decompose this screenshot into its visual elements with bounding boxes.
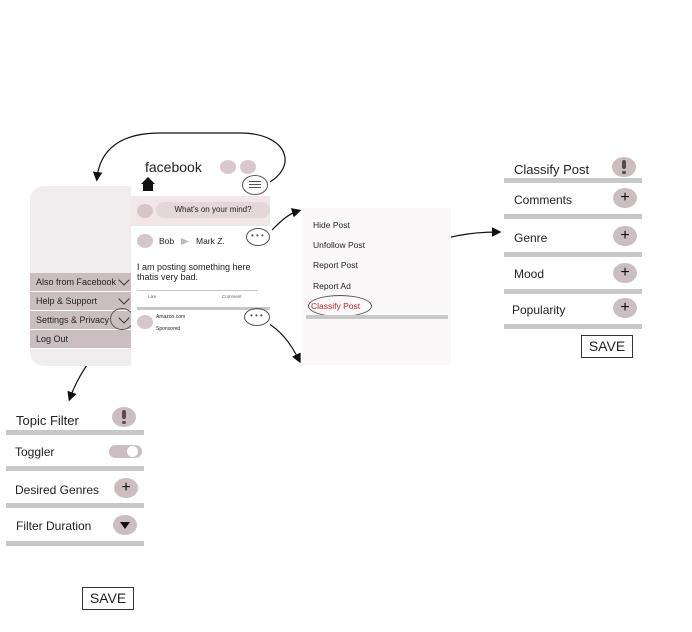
ad-label: Sponsored	[156, 326, 181, 332]
menu-button[interactable]	[242, 175, 268, 195]
avatar	[137, 315, 153, 329]
comments-label: Comments	[514, 193, 573, 207]
post-text-line-2: thatis very bad.	[137, 272, 199, 282]
option-classify-post[interactable]: Classify Post	[311, 301, 361, 311]
plus-icon[interactable]: +	[613, 188, 637, 208]
toggle-switch[interactable]	[109, 445, 142, 458]
like-button[interactable]: Like	[148, 294, 157, 299]
menu-item-settings-privacy[interactable]: Settings & Privacy	[30, 311, 131, 330]
divider	[6, 541, 144, 546]
post-options-button[interactable]: • • •	[246, 228, 270, 246]
compose-input[interactable]: What's on your mind?	[156, 202, 270, 218]
divider	[6, 430, 144, 435]
home-icon[interactable]	[140, 176, 156, 192]
divider	[137, 307, 270, 310]
topic-filter-save-button[interactable]: SAVE	[82, 587, 134, 610]
divider	[504, 214, 642, 219]
desired-genres-label: Desired Genres	[15, 483, 100, 497]
post-options-panel	[303, 208, 451, 365]
popularity-label: Popularity	[512, 303, 566, 317]
triangle-down-icon[interactable]	[113, 515, 137, 535]
arrow-to-options	[271, 208, 302, 231]
header-icon-1[interactable]	[220, 160, 236, 174]
menu-item-log-out[interactable]: Log Out	[30, 330, 131, 349]
divider	[504, 178, 642, 183]
divider	[504, 324, 642, 329]
menu-item-label: Also from Facebook	[36, 277, 117, 287]
plus-icon[interactable]: +	[613, 226, 637, 246]
chevron-down-icon	[118, 274, 130, 286]
option-hide-post[interactable]: Hide Post	[313, 220, 350, 230]
mood-label: Mood	[514, 267, 545, 281]
menu-item-label: Log Out	[36, 334, 69, 344]
menu-item-label: Help & Support	[36, 296, 98, 306]
post-recipient[interactable]: Mark Z.	[196, 236, 225, 246]
avatar	[137, 204, 153, 218]
post-author[interactable]: Bob	[159, 236, 175, 246]
triangle-right-icon	[181, 238, 189, 245]
plus-icon[interactable]: +	[114, 478, 138, 498]
app-title: facebook	[145, 159, 202, 175]
header-icon-2[interactable]	[240, 160, 256, 174]
divider	[504, 289, 642, 294]
avatar	[137, 234, 153, 248]
divider	[306, 315, 448, 319]
filter-duration-label: Filter Duration	[16, 519, 92, 533]
option-report-ad[interactable]: Report Ad	[313, 281, 351, 291]
post-text-line-1: I am posting something here	[137, 262, 251, 272]
menu-item-label: Settings & Privacy	[36, 315, 110, 325]
classify-save-button[interactable]: SAVE	[581, 335, 633, 358]
plus-icon[interactable]: +	[613, 263, 637, 283]
comment-button[interactable]: Comment	[222, 294, 242, 299]
menu-item-also-from-facebook[interactable]: Also from Facebook	[30, 273, 131, 292]
divider	[6, 503, 144, 508]
divider	[504, 252, 642, 257]
divider	[6, 466, 144, 471]
exclamation-icon[interactable]	[112, 407, 136, 427]
toggler-label: Toggler	[15, 445, 55, 459]
arrow-ad-options	[265, 321, 301, 364]
ad-source[interactable]: Amazon.com	[156, 314, 186, 320]
option-unfollow-post[interactable]: Unfollow Post	[313, 240, 365, 250]
arrow-open-menu	[92, 132, 286, 187]
topic-filter-title: Topic Filter	[16, 413, 79, 428]
genre-label: Genre	[514, 231, 548, 245]
option-report-post[interactable]: Report Post	[313, 260, 358, 270]
divider	[137, 290, 258, 291]
chevron-down-icon	[118, 293, 130, 305]
menu-item-help-support[interactable]: Help & Support	[30, 292, 131, 311]
ad-options-button[interactable]: • • •	[244, 308, 270, 326]
exclamation-icon[interactable]	[612, 157, 636, 177]
classify-form-title: Classify Post	[514, 162, 590, 177]
plus-icon[interactable]: +	[613, 298, 637, 318]
